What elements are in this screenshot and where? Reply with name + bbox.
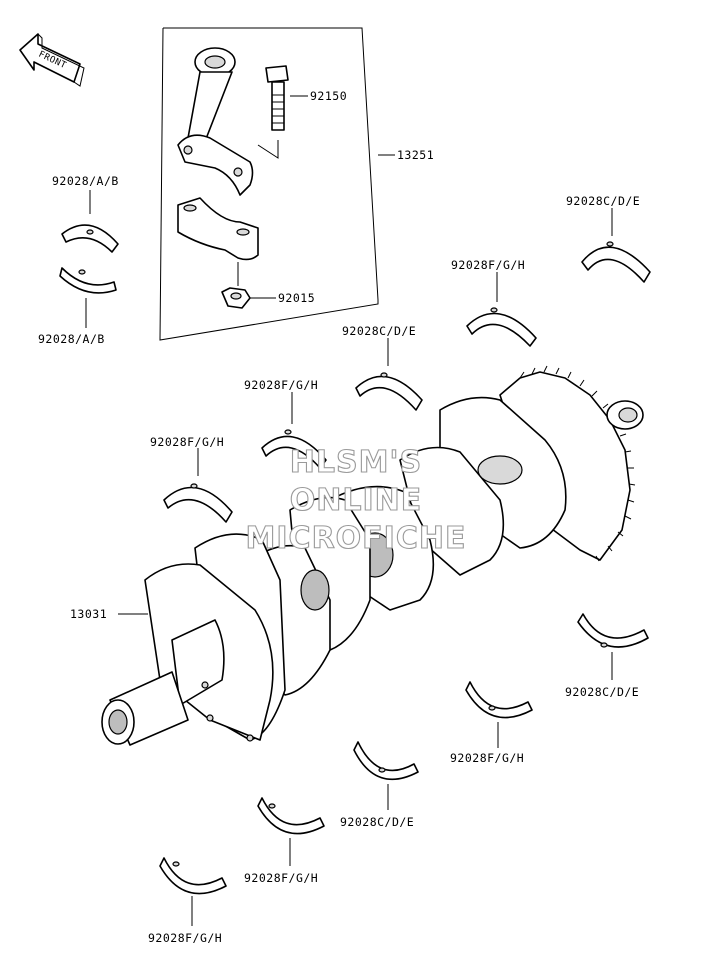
label-upper-mid-cde: 92028C/D/E bbox=[342, 324, 416, 338]
main-bearing-lower-left-fgh bbox=[159, 857, 227, 895]
conrod-bearing-lower bbox=[59, 267, 117, 294]
label-lower-mid-cde: 92028C/D/E bbox=[340, 815, 414, 829]
conrod-bolt bbox=[265, 65, 289, 131]
main-bearing-upper-right-cde bbox=[581, 241, 651, 283]
label-lower-mid-fgh: 92028F/G/H bbox=[244, 871, 318, 885]
main-bearing-upper-mid-cde bbox=[355, 372, 423, 411]
label-upper-right-cde: 92028C/D/E bbox=[566, 194, 640, 208]
label-lower-left-fgh: 92028F/G/H bbox=[148, 931, 222, 945]
label-conrod-nut: 92015 bbox=[278, 291, 315, 305]
label-crankshaft: 13031 bbox=[70, 607, 107, 621]
label-lower-right-cde: 92028C/D/E bbox=[565, 685, 639, 699]
watermark-line-1: HLSM'S bbox=[290, 445, 422, 480]
main-bearing-lower-right-fgh bbox=[465, 681, 533, 719]
main-bearing-upper-right-fgh bbox=[466, 307, 537, 347]
label-conrod-bolt: 92150 bbox=[310, 89, 347, 103]
conrod-assembly-box bbox=[159, 27, 379, 341]
conrod-nut bbox=[221, 262, 251, 309]
main-bearing-upper-mid-fgh bbox=[261, 429, 327, 469]
label-conrod-assembly: 13251 bbox=[397, 148, 434, 162]
main-bearing-lower-mid-cde bbox=[353, 741, 419, 781]
crankshaft bbox=[101, 365, 644, 746]
front-arrow-icon: FRONT bbox=[19, 33, 85, 87]
conrod-bearing-upper bbox=[61, 224, 119, 253]
label-conrod-bearing-lower: 92028/A/B bbox=[38, 332, 105, 346]
watermark-line-2: ONLINE bbox=[290, 483, 423, 518]
watermark-line-3: MICROFICHE bbox=[246, 521, 467, 556]
label-upper-mid-fgh: 92028F/G/H bbox=[244, 378, 318, 392]
watermark: HLSM'S ONLINE MICROFICHE bbox=[245, 444, 467, 556]
label-conrod-bearing-upper: 92028/A/B bbox=[52, 174, 119, 188]
conrod-cap bbox=[177, 197, 259, 261]
label-upper-right-fgh: 92028F/G/H bbox=[451, 258, 525, 272]
main-bearing-lower-mid-fgh bbox=[257, 797, 325, 835]
connecting-rod bbox=[177, 47, 254, 196]
label-upper-left-fgh: 92028F/G/H bbox=[150, 435, 224, 449]
main-bearing-upper-left-fgh bbox=[163, 483, 233, 523]
label-lower-right-fgh: 92028F/G/H bbox=[450, 751, 524, 765]
main-bearing-lower-right-cde bbox=[577, 613, 649, 648]
